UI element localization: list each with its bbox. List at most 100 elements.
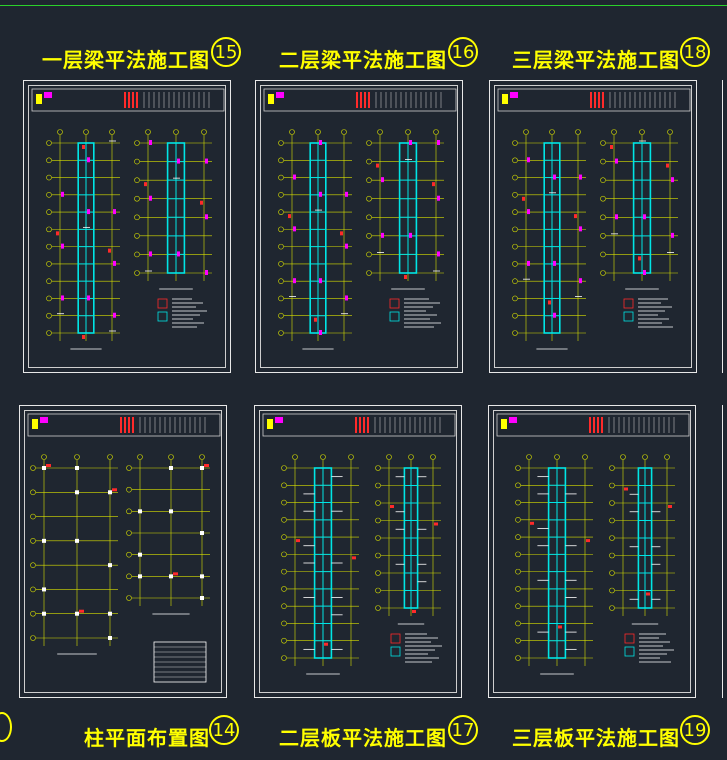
title-block-stripe	[589, 417, 591, 433]
title-block	[262, 413, 456, 437]
axis-bubble	[278, 243, 284, 250]
axis-bubble	[609, 587, 615, 594]
partial-sheet-right-top	[722, 80, 727, 373]
logo-mark	[36, 94, 42, 104]
drawing-sheet-1[interactable]	[23, 80, 231, 373]
axis-bubble	[46, 174, 52, 181]
slab-tag	[624, 487, 628, 491]
axis-bubble	[278, 140, 284, 146]
axis-bubble	[512, 174, 518, 181]
drawing-sheet-2[interactable]	[255, 80, 463, 373]
axis-bubble	[549, 129, 555, 135]
drawing-sheet-4[interactable]	[19, 405, 227, 698]
axis-bubble	[600, 177, 606, 183]
axis-bubble	[134, 251, 140, 258]
axis-bubble	[515, 499, 521, 506]
beam-tag	[319, 191, 322, 197]
axis-bubble	[126, 551, 132, 558]
axis-bubble	[609, 482, 615, 489]
axis-bubble	[137, 454, 143, 460]
axis-bubble	[515, 465, 521, 471]
axis-bubble	[46, 209, 52, 215]
column-mark	[75, 490, 79, 495]
axis-bubble	[107, 454, 113, 460]
axis-bubble	[126, 486, 132, 493]
axis-bubble	[512, 312, 518, 319]
column-mark	[138, 574, 142, 579]
column-mark	[75, 538, 79, 543]
beam-tag	[345, 191, 348, 197]
beam-tag	[432, 182, 435, 187]
beam-tag	[615, 158, 618, 164]
axis-bubble	[433, 129, 439, 135]
axis-bubble	[512, 140, 518, 146]
axis-bubble	[375, 500, 381, 506]
logo-mark	[502, 94, 508, 104]
axis-bubble	[168, 454, 174, 460]
beam-tag	[579, 174, 582, 180]
beam-tag	[643, 214, 646, 220]
axis-bubble	[278, 261, 284, 267]
beam-tag	[671, 177, 674, 183]
axis-bubble	[375, 465, 381, 471]
axis-bubble	[620, 454, 626, 460]
beam-tag	[87, 157, 90, 163]
axis-bubble	[512, 278, 518, 284]
beam-tag	[671, 232, 674, 238]
axis-bubble	[515, 482, 521, 489]
column-mark	[169, 574, 173, 579]
axis-bubble	[30, 635, 36, 641]
axis-bubble	[145, 129, 151, 135]
axis-bubble	[512, 226, 518, 233]
axis-bubble	[126, 508, 132, 515]
column-mark	[169, 466, 173, 470]
beam-tag	[149, 251, 152, 257]
axis-bubble	[289, 129, 295, 135]
axis-bubble	[515, 534, 521, 540]
beam-tag	[56, 231, 59, 236]
axis-bubble	[281, 499, 287, 506]
column-mark	[42, 611, 46, 616]
title-block-stripe	[364, 92, 366, 108]
axis-bubble	[46, 278, 52, 284]
beam-tag	[319, 278, 322, 284]
axis-bubble	[515, 517, 521, 523]
column-mark	[108, 611, 112, 616]
logo-mark	[276, 92, 284, 98]
beam-tag	[293, 174, 296, 180]
drawing-sheet-3[interactable]	[489, 80, 697, 373]
axis-bubble	[600, 195, 606, 202]
sheet-title-3: 三层梁平法施工图	[512, 48, 680, 72]
title-block	[27, 413, 221, 437]
axis-bubble	[642, 454, 648, 460]
drawing-sheet-5[interactable]	[254, 405, 462, 698]
title-block-stripe	[363, 417, 365, 433]
axis-bubble	[30, 513, 36, 520]
beam-tag	[108, 248, 111, 253]
beam-tag	[113, 260, 116, 266]
axis-bubble	[609, 500, 615, 506]
axis-bubble	[278, 295, 284, 302]
axis-bubble	[74, 454, 80, 460]
axis-bubble	[109, 129, 115, 135]
column-tag	[79, 609, 84, 613]
column-mark	[75, 611, 79, 616]
axis-bubble	[523, 129, 529, 135]
title-block-stripe	[132, 417, 134, 433]
axis-bubble	[512, 192, 518, 198]
beam-tag	[409, 232, 412, 238]
axis-bubble	[134, 140, 140, 146]
axis-bubble	[278, 209, 284, 215]
axis-bubble	[366, 251, 372, 258]
axis-bubble	[281, 482, 287, 489]
beam-tag	[376, 163, 379, 168]
title-block-stripe	[594, 92, 596, 108]
axis-bubble	[611, 129, 617, 135]
axis-bubble	[341, 129, 347, 135]
column-tag	[46, 464, 51, 467]
title-block	[263, 88, 457, 112]
axis-bubble	[201, 129, 207, 135]
drawing-sheet-6[interactable]	[488, 405, 696, 698]
axis-bubble	[366, 177, 372, 183]
detail-symbol	[389, 298, 400, 309]
